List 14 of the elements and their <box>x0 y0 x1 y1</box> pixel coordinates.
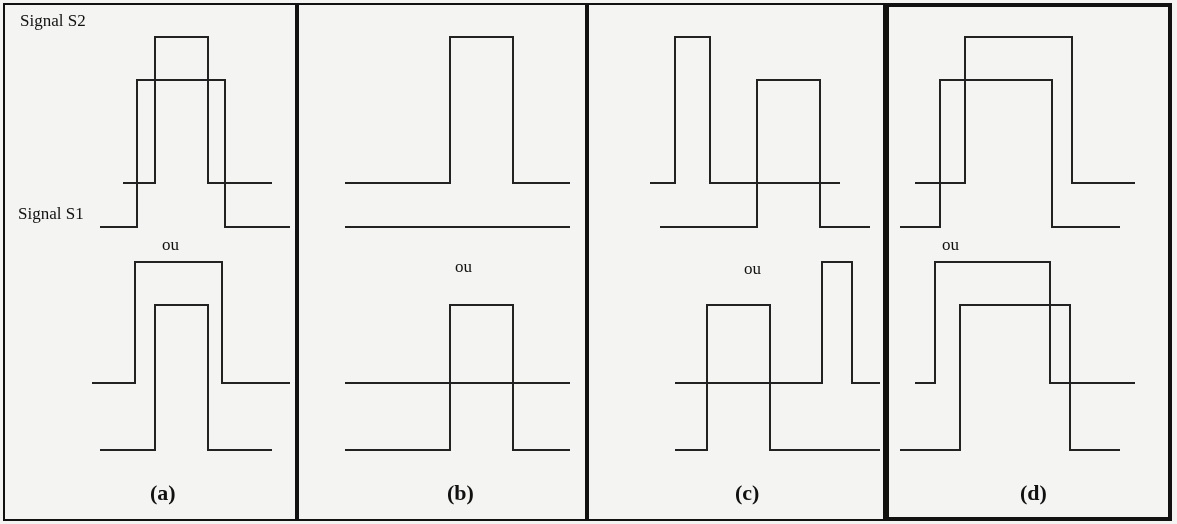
conjunction-text: ou <box>942 236 959 253</box>
conjunction-text: ou <box>744 260 761 277</box>
panel-label: (c) <box>735 482 760 504</box>
signal-name: Signal S1 <box>18 205 84 222</box>
panel-label: (d) <box>1020 482 1047 504</box>
panel-box <box>297 3 587 521</box>
conjunction-text: ou <box>455 258 472 275</box>
conjunction-text: ou <box>162 236 179 253</box>
panel-label: (b) <box>447 482 474 504</box>
panel-box <box>3 3 297 521</box>
panel-label: (a) <box>150 482 176 504</box>
panel-box <box>587 3 885 521</box>
panel-box <box>885 3 1172 521</box>
signal-name: Signal S2 <box>20 12 86 29</box>
